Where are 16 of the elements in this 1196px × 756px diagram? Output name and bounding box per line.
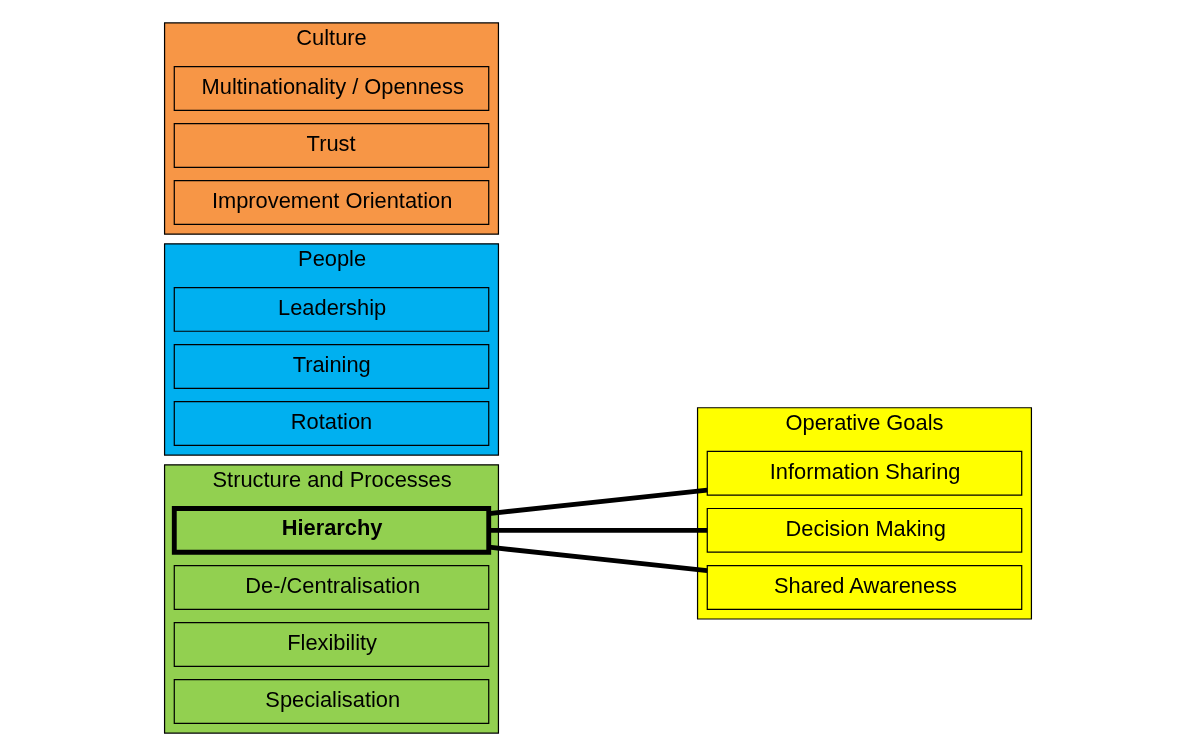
node-box: Leadership: [173, 286, 490, 332]
node-box: Rotation: [173, 401, 490, 446]
connector: [489, 527, 708, 533]
node-box: Specialisation: [173, 679, 490, 724]
node-box: Decision Making: [706, 507, 1023, 553]
node-box: Improvement Orientation: [173, 180, 490, 226]
node-box: Training: [173, 344, 490, 389]
node-box: Hierarchy: [171, 506, 492, 555]
node-box: De-/Centralisation: [173, 564, 490, 610]
node-box: Flexibility: [173, 622, 490, 667]
connector: [488, 544, 708, 574]
node-box: Trust: [173, 123, 490, 168]
node-box: Information Sharing: [706, 450, 1023, 496]
node-box: Shared Awareness: [706, 564, 1023, 610]
connector: [488, 487, 708, 516]
node-box: Multinationality / Openness: [173, 66, 490, 111]
